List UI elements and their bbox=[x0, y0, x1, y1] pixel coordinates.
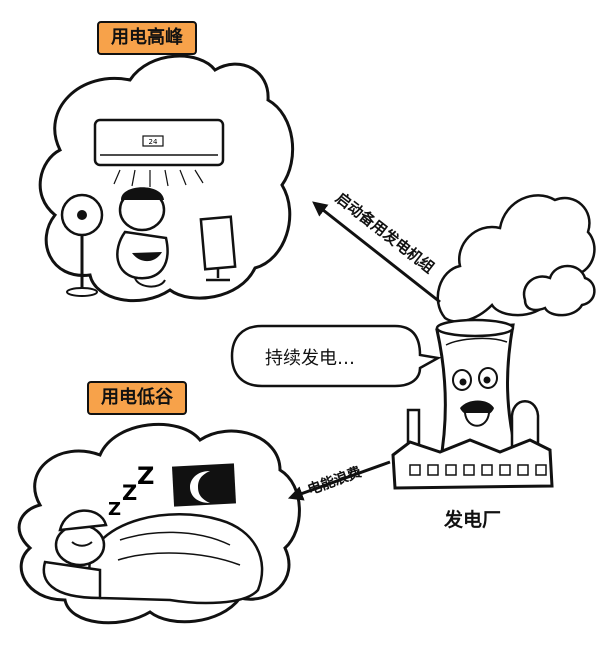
arrow-to-peak bbox=[312, 201, 441, 304]
svg-text:Z: Z bbox=[137, 462, 154, 490]
power-plant-icon bbox=[391, 318, 554, 490]
valley-label: 用电低谷 bbox=[87, 381, 187, 415]
arrow-to-valley bbox=[287, 460, 391, 501]
peak-label: 用电高峰 bbox=[97, 21, 197, 55]
air-conditioner-icon: 24 bbox=[93, 118, 225, 187]
svg-text:Z: Z bbox=[122, 481, 137, 505]
smoke-icon bbox=[436, 194, 596, 323]
zzz-icon: Z Z Z bbox=[108, 462, 154, 520]
fan-icon bbox=[60, 193, 104, 297]
ac-temperature-display: 24 bbox=[149, 138, 158, 146]
tv-icon bbox=[199, 215, 237, 282]
speech-bubble bbox=[230, 324, 442, 388]
svg-text:Z: Z bbox=[108, 499, 121, 520]
speech-text: 持续发电… bbox=[265, 348, 355, 369]
power-plant-label: 发电厂 bbox=[444, 509, 502, 531]
person-icon bbox=[116, 187, 169, 288]
moon-icon bbox=[171, 463, 237, 507]
sleeping-person-icon bbox=[42, 509, 264, 605]
